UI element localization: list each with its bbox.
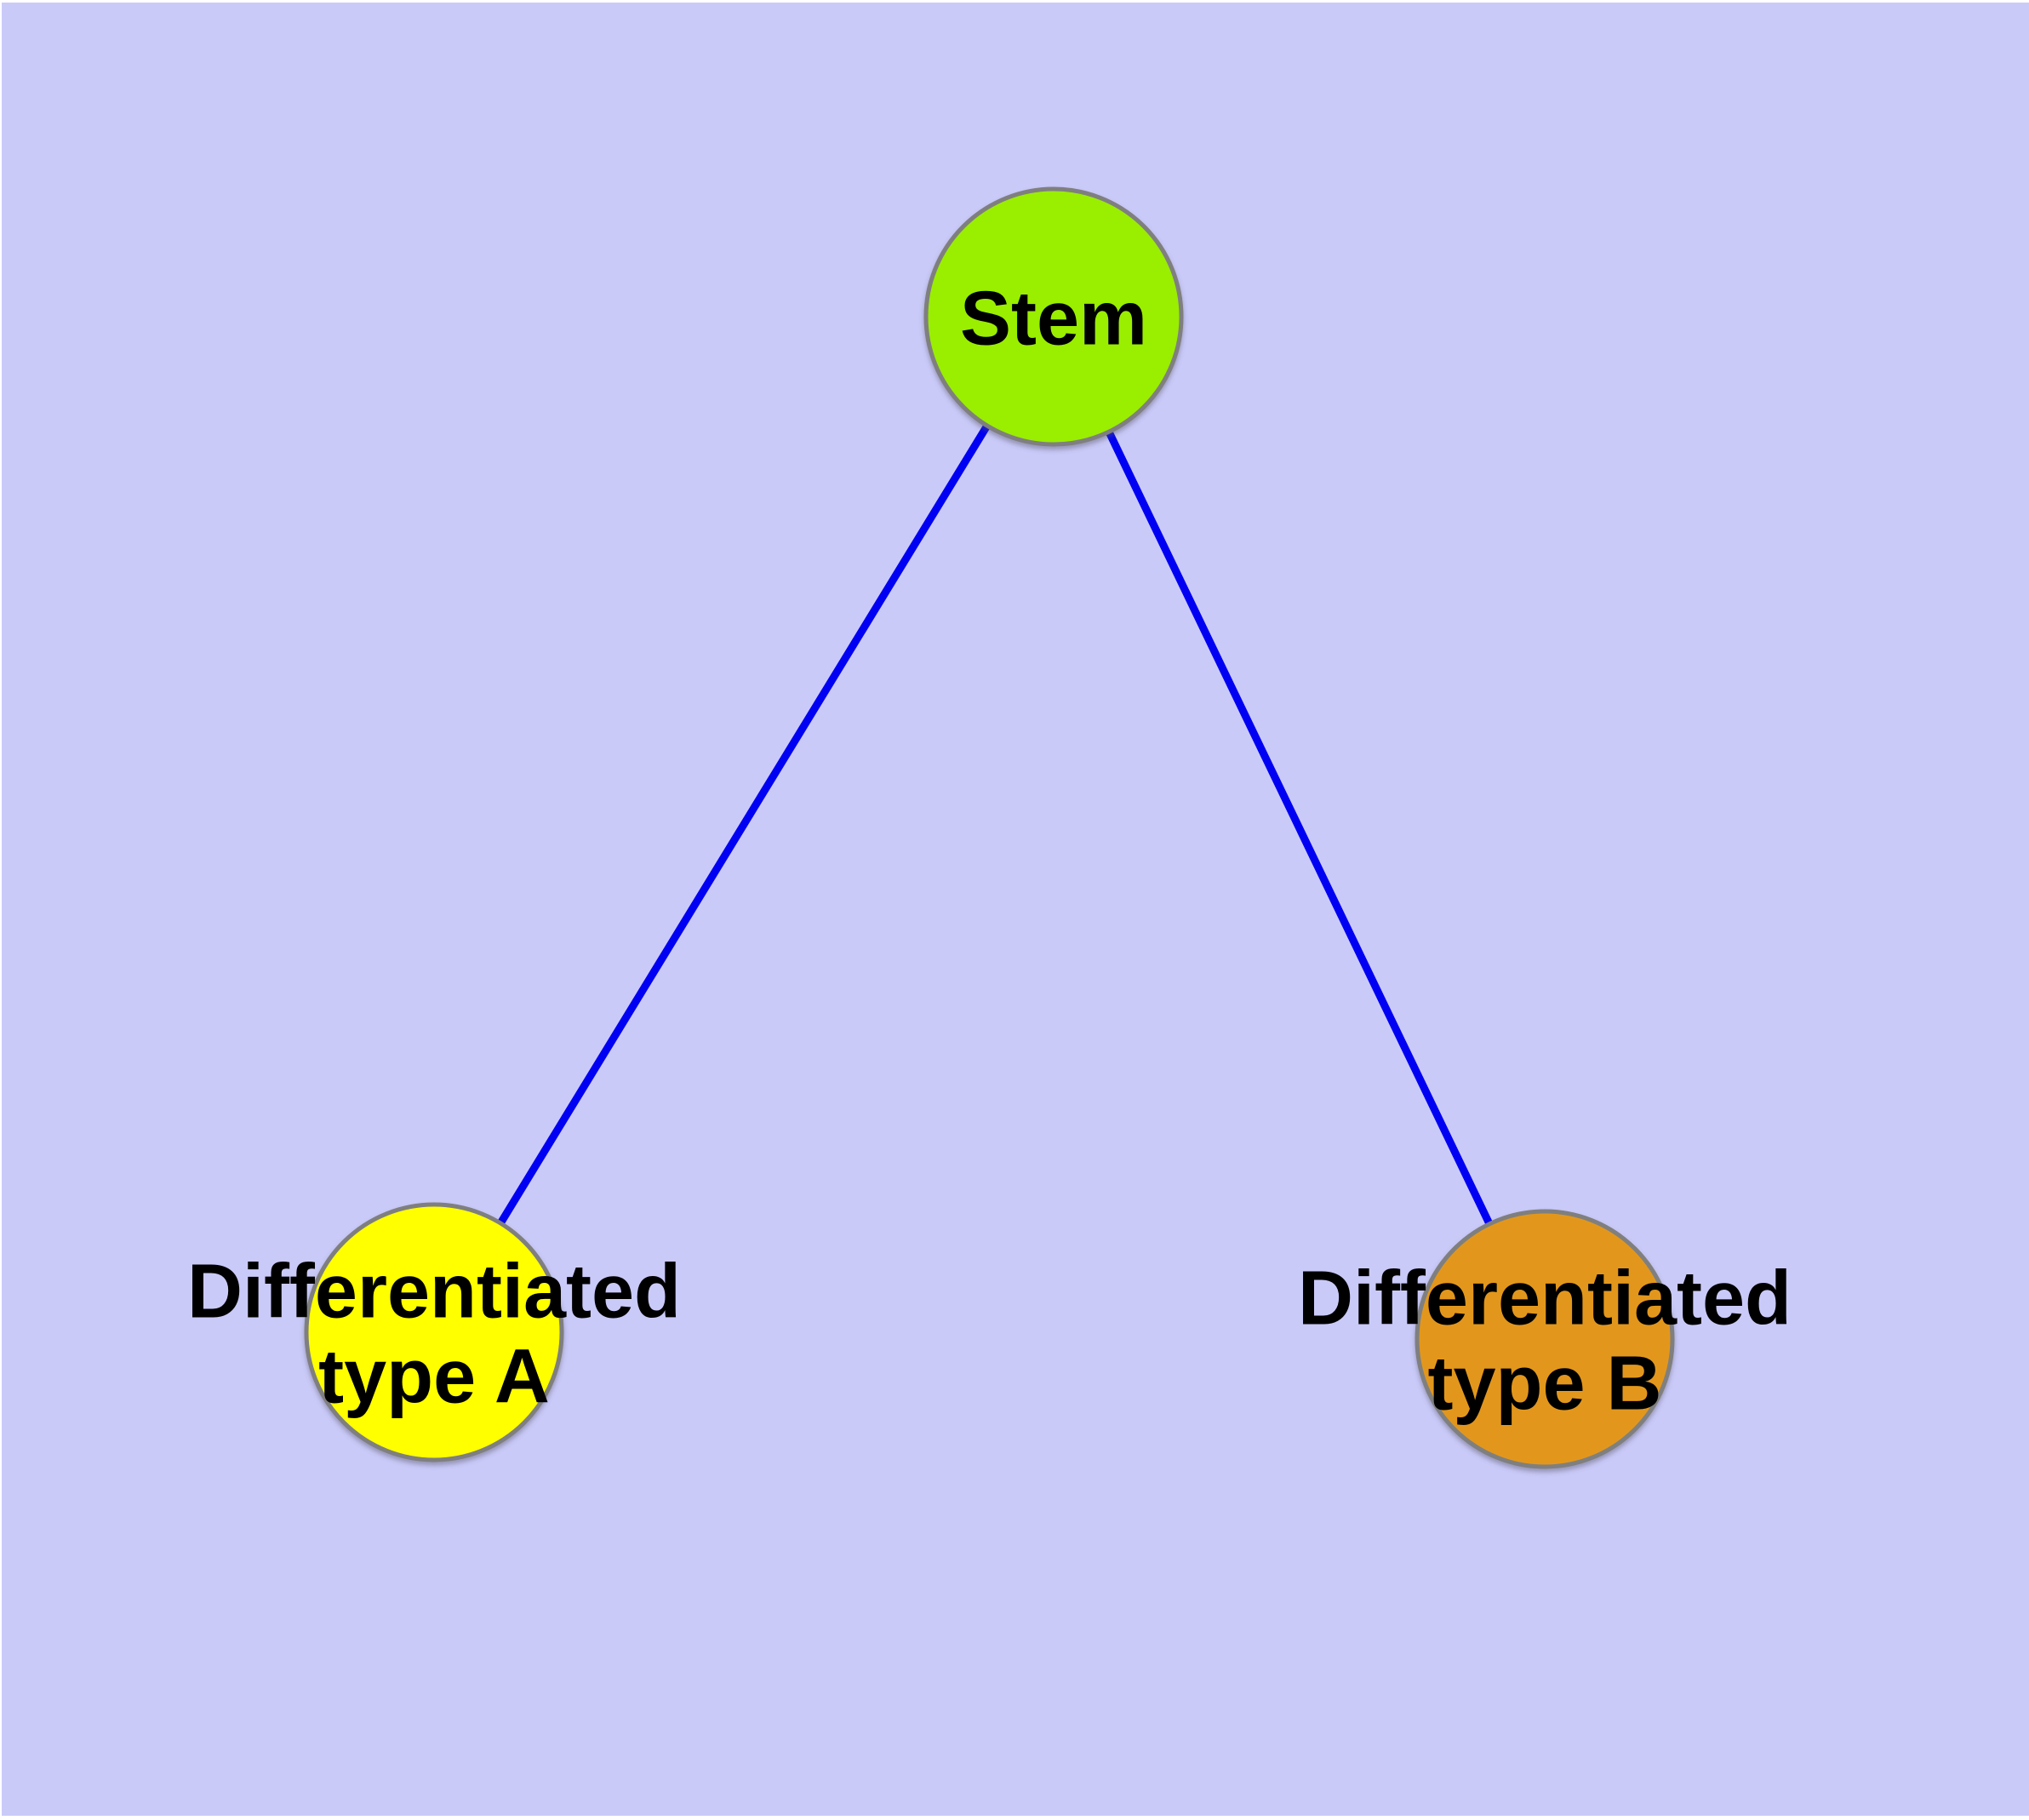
edge-stem-to-diff-b <box>1049 315 1549 1341</box>
node-stem-circle <box>923 186 1184 447</box>
node-diff-a-circle <box>304 1202 564 1462</box>
edge-stem-to-diff-a <box>431 314 1057 1335</box>
edge-layer <box>431 314 1549 1341</box>
node-diff-b-circle <box>1415 1209 1675 1469</box>
node-stem-label: Stem <box>960 276 1147 361</box>
node-stem: Stem <box>923 186 1184 447</box>
